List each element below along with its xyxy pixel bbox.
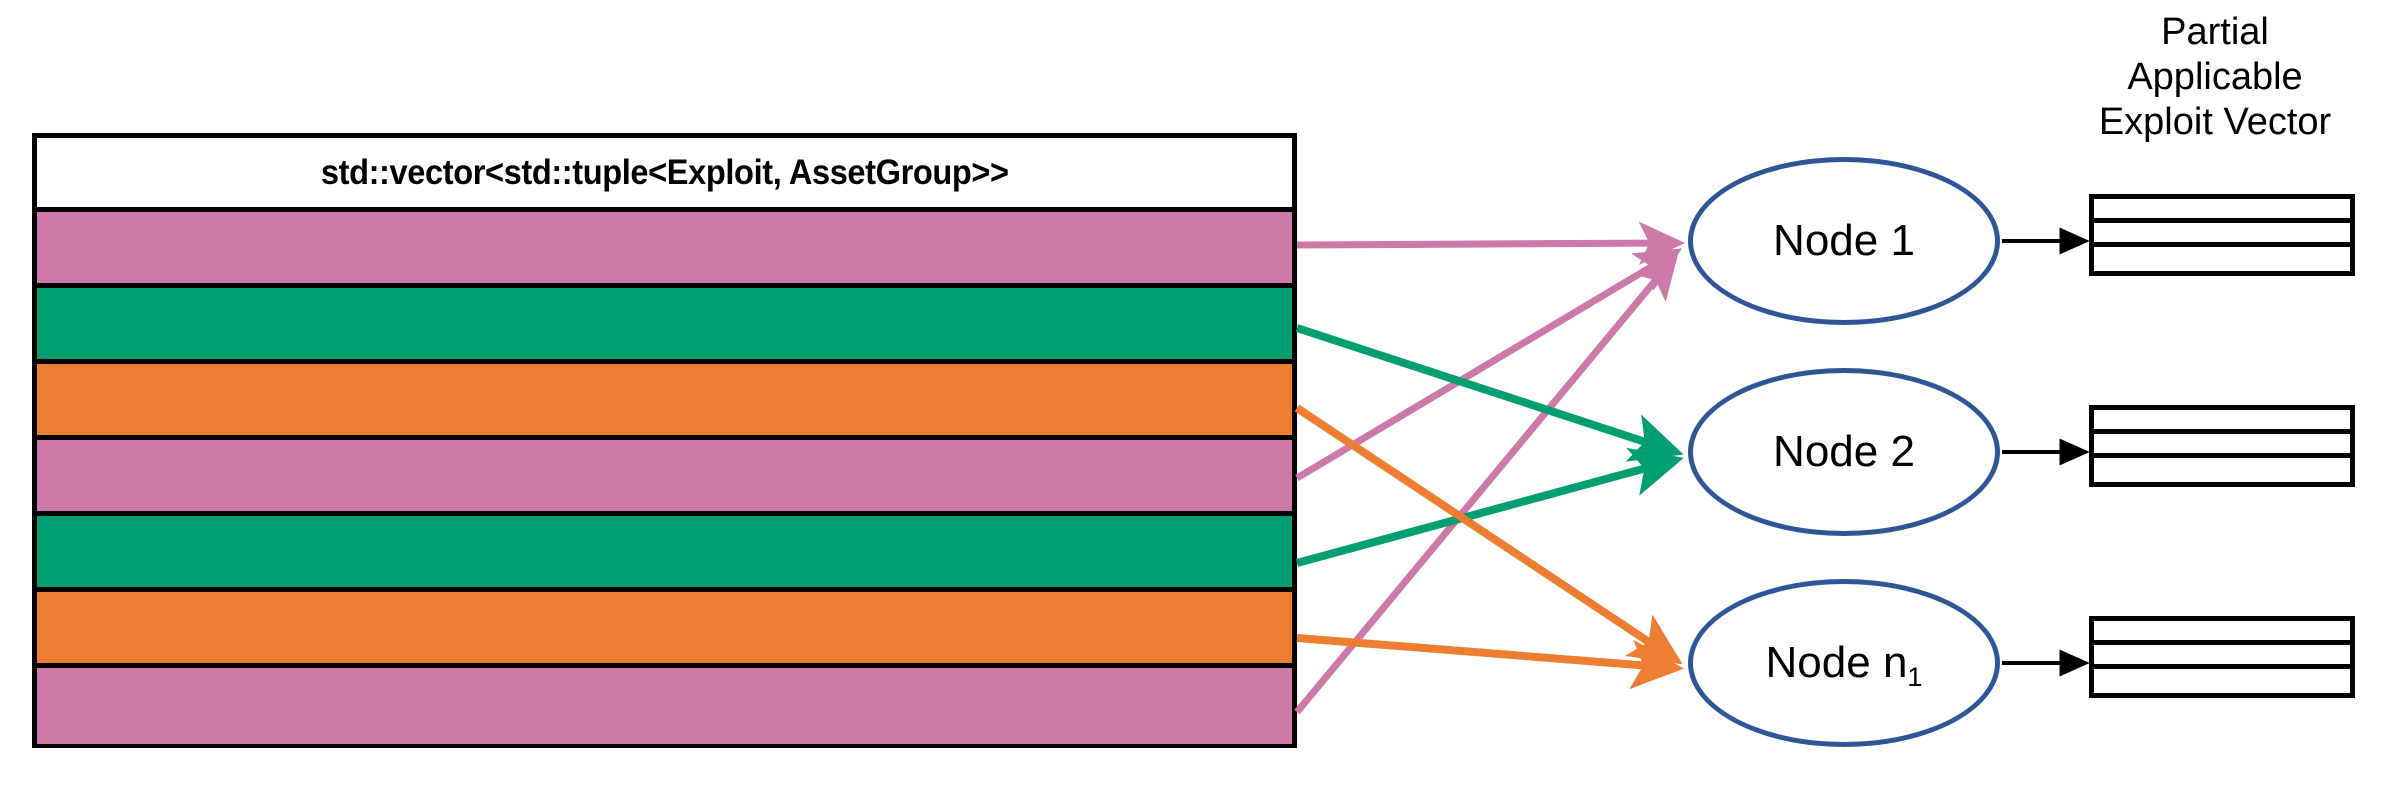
edge-row2-to-node2 xyxy=(1295,324,1684,462)
node-label-3-subscript: 1 xyxy=(1907,662,1923,692)
partial-vector-1 xyxy=(2089,194,2355,276)
edge-row3-to-noden1 xyxy=(1294,404,1683,665)
table-row xyxy=(37,288,1292,364)
partial-vector-cell xyxy=(2094,458,2350,482)
table-row xyxy=(37,364,1292,440)
table-row xyxy=(37,440,1292,516)
node-label-2: Node 2 xyxy=(1773,427,1915,476)
partial-vector-cell xyxy=(2094,669,2350,693)
node-ellipse-2[interactable]: Node 2 xyxy=(1688,368,2000,536)
partial-applicable-exploit-vector-title: Partial Applicable Exploit Vector xyxy=(2065,10,2365,144)
partial-vector-cell xyxy=(2094,247,2350,271)
source-vector-header-label: std::vector<std::tuple<Exploit, AssetGro… xyxy=(320,152,1009,192)
edge-row4-to-node1 xyxy=(1295,248,1683,482)
partial-vector-cell xyxy=(2094,645,2350,669)
edge-row7-to-node1 xyxy=(1294,252,1679,715)
table-row xyxy=(37,212,1292,288)
edge-row6-to-noden1 xyxy=(1296,634,1684,690)
table-row xyxy=(37,668,1292,744)
edge-row1-to-node1 xyxy=(1296,221,1685,265)
pv-title-line-3: Exploit Vector xyxy=(2098,100,2332,143)
partial-vector-cell xyxy=(2094,223,2350,247)
source-vector-header: std::vector<std::tuple<Exploit, AssetGro… xyxy=(37,138,1292,212)
source-vector-table: std::vector<std::tuple<Exploit, AssetGro… xyxy=(32,133,1297,748)
partial-vector-2 xyxy=(2089,405,2355,487)
edge-row5-to-node2 xyxy=(1295,447,1684,567)
node-ellipse-3[interactable]: Node n1 xyxy=(1688,579,2000,747)
node-ellipse-1[interactable]: Node 1 xyxy=(1688,157,2000,325)
partial-vector-cell xyxy=(2094,410,2350,434)
table-row xyxy=(37,592,1292,668)
table-row xyxy=(37,516,1292,592)
node-label-3: Node n1 xyxy=(1765,638,1923,692)
partial-vector-cell xyxy=(2094,621,2350,645)
pv-title-line-2: Applicable xyxy=(2127,55,2303,98)
node-label-1: Node 1 xyxy=(1773,216,1915,265)
pv-title-line-1: Partial xyxy=(2161,11,2269,53)
partial-vector-cell xyxy=(2094,199,2350,223)
partial-vector-cell xyxy=(2094,434,2350,458)
partial-vector-3 xyxy=(2089,616,2355,698)
